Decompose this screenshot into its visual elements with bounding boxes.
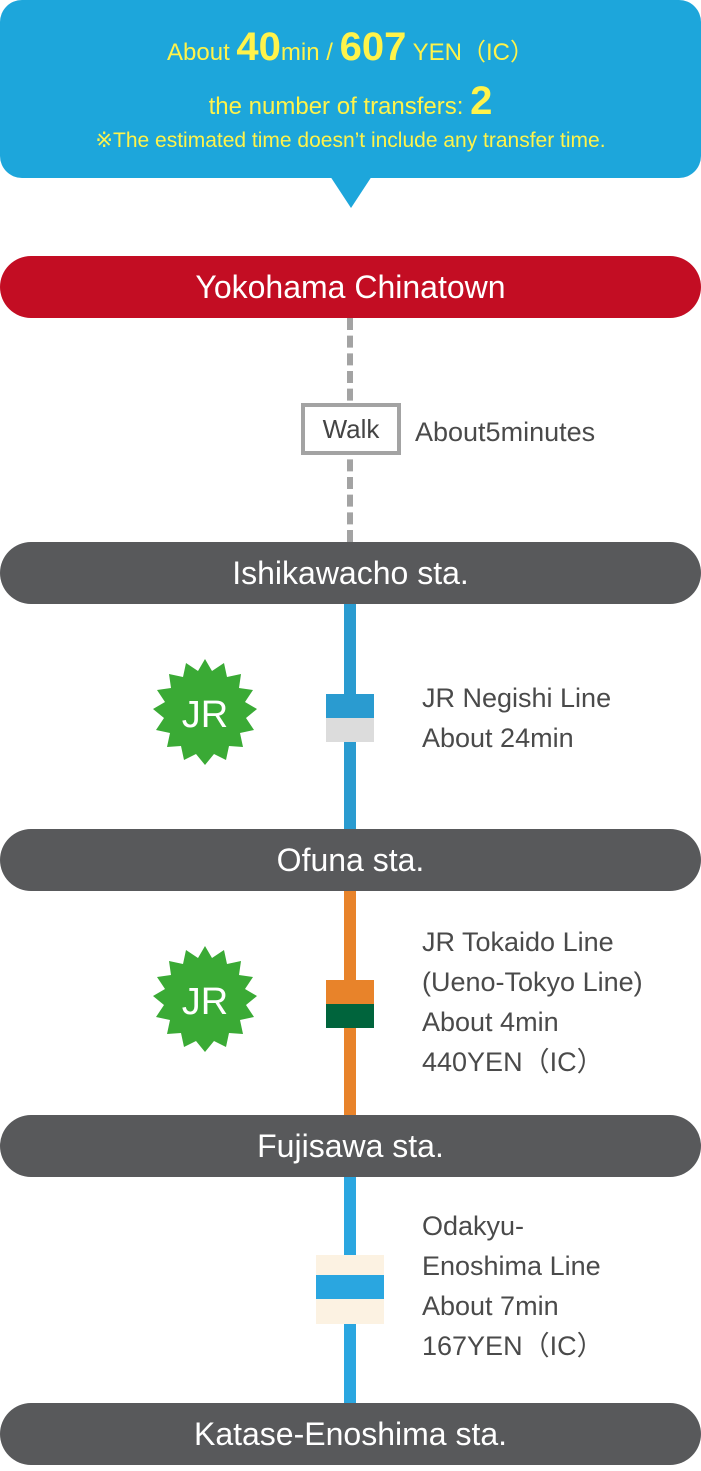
summary-note: ※The estimated time doesn’t include any … bbox=[95, 129, 606, 152]
segment-2-fare: 440YEN（IC） bbox=[422, 1047, 604, 1077]
segment-2-duration: About 4min bbox=[422, 1007, 559, 1037]
about-label: About bbox=[167, 39, 230, 66]
origin-station: Yokohama Chinatown bbox=[0, 256, 701, 318]
station-ishikawacho: Ishikawacho sta. bbox=[0, 542, 701, 604]
station-ofuna: Ofuna sta. bbox=[0, 829, 701, 891]
jr-logo-text: JR bbox=[182, 694, 228, 736]
station-katase-enoshima: Katase-Enoshima sta. bbox=[0, 1403, 701, 1465]
transfers-label: the number of transfers: bbox=[208, 93, 464, 120]
segment-2-info: JR Tokaido Line (Ueno-Tokyo Line) About … bbox=[422, 922, 643, 1082]
jr-logo-icon: JR bbox=[153, 946, 257, 1052]
segment-3-line-name-2: Enoshima Line bbox=[422, 1251, 601, 1281]
minutes-unit: min bbox=[280, 39, 320, 66]
fare-unit: YEN（IC） bbox=[412, 39, 534, 66]
station-fujisawa: Fujisawa sta. bbox=[0, 1115, 701, 1177]
segment-3-duration: About 7min bbox=[422, 1291, 559, 1321]
walk-badge: Walk bbox=[301, 403, 401, 455]
negishi-line-color-bottom bbox=[326, 718, 374, 742]
jr-badge-seal bbox=[153, 946, 257, 1052]
segment-3-line-name-1: Odakyu- bbox=[422, 1211, 525, 1241]
segment-2-line-name: JR Tokaido Line bbox=[422, 927, 614, 957]
odakyu-line-color-bottom bbox=[316, 1299, 384, 1324]
separator: / bbox=[326, 39, 333, 66]
odakyu-line-color-middle bbox=[316, 1275, 384, 1299]
transfers-count: 2 bbox=[470, 79, 493, 123]
bubble-pointer bbox=[330, 176, 372, 208]
odakyu-line-color-top bbox=[316, 1255, 384, 1275]
summary-time-fare: About 40min / 607 YEN（IC） bbox=[0, 22, 701, 78]
segment-1-info: JR Negishi Line About 24min bbox=[422, 678, 611, 758]
total-minutes: 40 bbox=[236, 25, 281, 69]
segment-2-line-alias: (Ueno-Tokyo Line) bbox=[422, 967, 643, 997]
tokaido-line-color-bottom bbox=[326, 1004, 374, 1028]
walk-duration: About5minutes bbox=[415, 417, 596, 447]
jr-badge-seal bbox=[153, 659, 257, 765]
route-summary-bubble: About 40min / 607 YEN（IC） the number of … bbox=[0, 0, 701, 178]
jr-logo-icon: JR bbox=[153, 659, 257, 765]
segment-3-fare: 167YEN（IC） bbox=[422, 1331, 604, 1361]
tokaido-line-color-top bbox=[326, 980, 374, 1004]
summary-transfers: the number of transfers: 2 bbox=[0, 76, 701, 132]
negishi-line-color-top bbox=[326, 694, 374, 718]
segment-3-info: Odakyu- Enoshima Line About 7min 167YEN（… bbox=[422, 1206, 604, 1366]
segment-1-duration: About 24min bbox=[422, 723, 574, 753]
segment-1-line-name: JR Negishi Line bbox=[422, 683, 612, 713]
jr-logo-text: JR bbox=[182, 981, 228, 1023]
total-fare: 607 bbox=[339, 25, 407, 69]
